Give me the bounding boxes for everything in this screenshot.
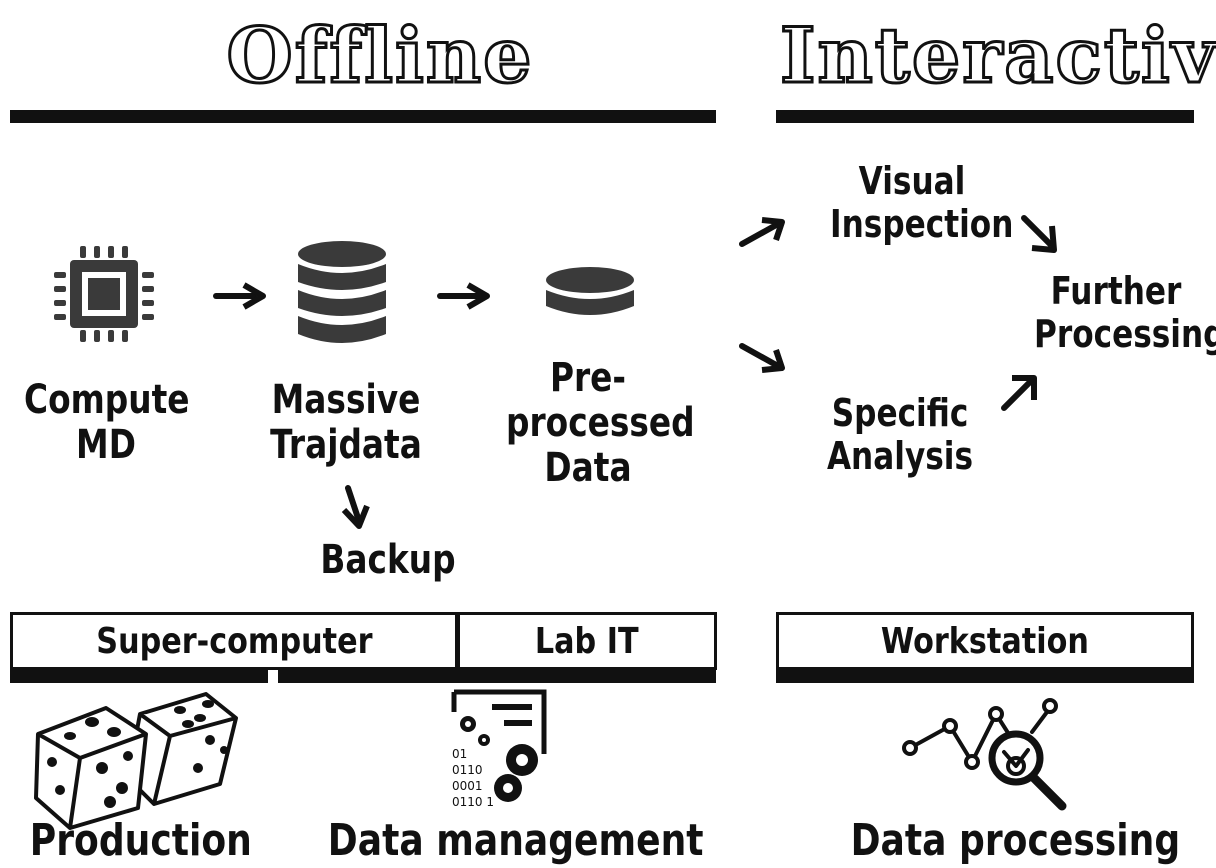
binary-line: 0110 1 xyxy=(452,795,494,809)
data-management-icon: 01 0110 0001 0110 1 xyxy=(451,689,547,809)
labit-label: Lab IT xyxy=(535,620,639,662)
arrow-down-right-icon xyxy=(739,343,785,373)
workstation-label: Workstation xyxy=(880,620,1090,662)
arrow-up-right-icon xyxy=(1001,375,1037,411)
workstation-box: Workstation xyxy=(776,612,1194,670)
arrow-down-icon xyxy=(341,485,370,529)
arrow-right-icon xyxy=(437,282,490,310)
data-management-rule xyxy=(278,670,716,683)
supercomputer-box: Super-computer xyxy=(10,612,458,670)
data-processing-label: Data processing xyxy=(850,815,1181,866)
production-rule xyxy=(10,670,268,683)
offline-rule xyxy=(10,110,716,123)
binary-line: 0110 xyxy=(452,763,483,777)
data-processing-rule xyxy=(776,670,1194,683)
interactive-heading: Interactive xyxy=(779,11,1216,100)
dice-icon xyxy=(34,692,238,830)
offline-heading: Offline xyxy=(225,11,534,100)
database-icon xyxy=(298,241,386,343)
arrow-right-icon xyxy=(213,282,266,310)
backup-label: Backup xyxy=(320,537,456,583)
binary-line: 0001 xyxy=(452,779,483,793)
arrow-up-right-icon xyxy=(739,217,785,247)
data-analysis-icon xyxy=(902,698,1067,811)
binary-line: 01 xyxy=(452,747,467,761)
arrow-down-right-icon xyxy=(1021,215,1057,253)
supercomputer-label: Super-computer xyxy=(95,620,373,662)
data-management-label: Data management xyxy=(327,815,704,866)
small-database-icon xyxy=(546,267,634,315)
labit-box: Lab IT xyxy=(457,612,717,670)
cpu-chip-icon xyxy=(54,246,154,342)
interactive-rule xyxy=(776,110,1194,123)
production-label: Production xyxy=(29,815,252,866)
